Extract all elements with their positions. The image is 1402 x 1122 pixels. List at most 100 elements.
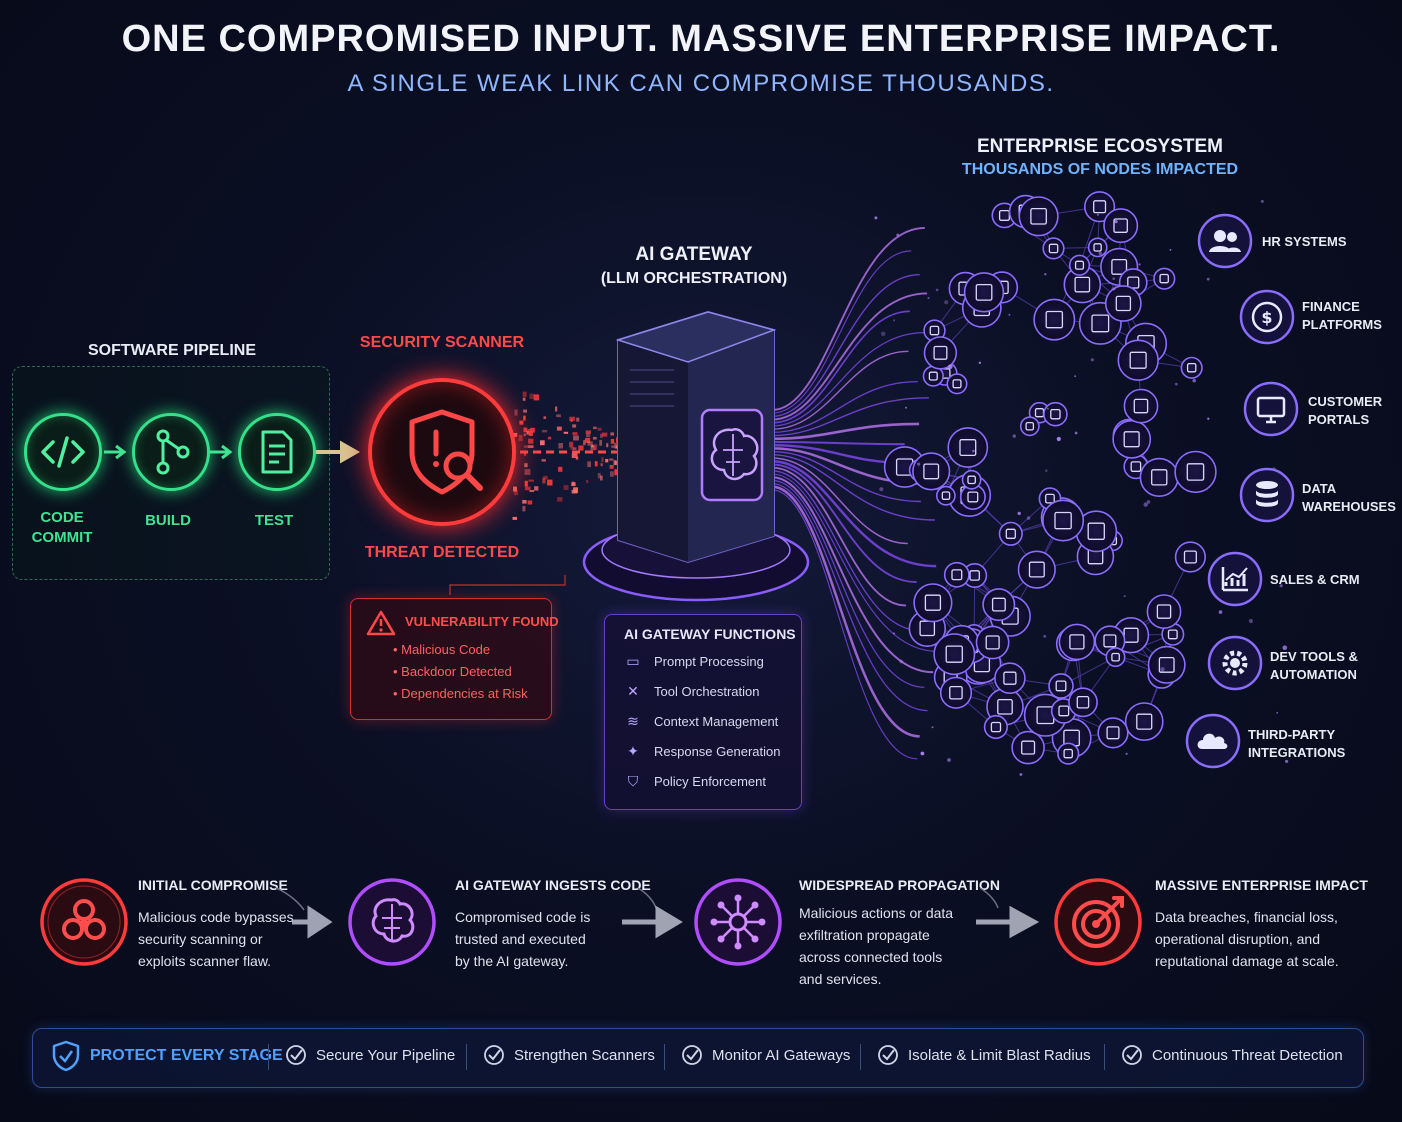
beam-line bbox=[771, 332, 925, 427]
step-desc-line: trusted and executed bbox=[455, 931, 586, 947]
system-sales: SALES & CRM bbox=[1270, 572, 1360, 587]
node-glyph bbox=[945, 645, 963, 663]
database-icon: ≋ bbox=[627, 714, 639, 730]
mesh-node bbox=[1146, 594, 1182, 630]
beam-line bbox=[771, 459, 937, 568]
data-particle bbox=[518, 435, 523, 441]
mesh-node bbox=[947, 427, 989, 468]
step-impact-desc: Data breaches, financial loss, operation… bbox=[1155, 906, 1339, 972]
node-glyph bbox=[1113, 218, 1128, 233]
data-particle bbox=[528, 479, 534, 482]
mesh-node bbox=[912, 452, 951, 491]
sparkle-dot bbox=[1008, 313, 1011, 316]
function-prompt-processing: Prompt Processing bbox=[654, 654, 764, 669]
data-particle bbox=[527, 500, 533, 505]
sparkle-dot bbox=[1044, 273, 1047, 276]
sparkle-dot bbox=[1285, 759, 1289, 764]
data-particle bbox=[541, 459, 546, 462]
vulnerability-item: • Malicious Code bbox=[393, 642, 491, 657]
mesh-node bbox=[998, 521, 1023, 546]
node-glyph bbox=[923, 463, 940, 480]
branch-icon bbox=[156, 429, 190, 475]
data-particle bbox=[600, 475, 603, 481]
protect-item: Secure Your Pipeline bbox=[316, 1047, 456, 1064]
sparkle-dot bbox=[931, 726, 934, 729]
data-particle bbox=[534, 486, 539, 491]
build-stage bbox=[132, 413, 210, 491]
beam-line bbox=[771, 483, 928, 712]
chat-icon: ▭ bbox=[626, 654, 640, 670]
mesh-node bbox=[913, 583, 953, 623]
system-thirdparty-line1: THIRD-PARTY bbox=[1248, 727, 1336, 742]
sparkle-dot bbox=[935, 288, 939, 292]
mesh-node bbox=[1147, 645, 1186, 684]
data-particle bbox=[569, 441, 574, 448]
mesh-node bbox=[1174, 541, 1206, 573]
step-desc-line: reputational damage at scale. bbox=[1155, 953, 1339, 969]
sparkle-dot bbox=[905, 406, 907, 409]
sparkle-dot bbox=[1056, 436, 1061, 442]
beam-line bbox=[771, 274, 920, 418]
node-glyph bbox=[941, 491, 951, 500]
gateway-functions-box bbox=[604, 614, 802, 810]
sparkle-dot bbox=[1096, 213, 1099, 216]
node-glyph bbox=[1054, 511, 1072, 530]
mesh-node bbox=[1042, 499, 1085, 542]
cloud-icon bbox=[1185, 713, 1241, 769]
mesh-node bbox=[1097, 717, 1129, 749]
step-desc-line: across connected tools bbox=[799, 949, 943, 965]
system-devtools-line1: DEV TOOLS & bbox=[1270, 649, 1358, 664]
function-policy-enforcement: Policy Enforcement bbox=[654, 774, 766, 789]
sparkle-dot bbox=[1074, 375, 1077, 378]
sparkle-dot bbox=[1169, 249, 1172, 251]
step-arrow bbox=[275, 887, 333, 939]
data-particle bbox=[600, 433, 603, 438]
mesh-node bbox=[1174, 450, 1217, 494]
mesh-node bbox=[1153, 267, 1176, 290]
mesh-node bbox=[963, 272, 1005, 313]
node-glyph bbox=[1151, 469, 1168, 486]
biohazard-icon bbox=[40, 878, 128, 966]
system-data-line1: DATA bbox=[1302, 481, 1337, 496]
mesh-node bbox=[1048, 673, 1074, 699]
node-glyph bbox=[1129, 351, 1147, 369]
node-glyph bbox=[1156, 604, 1172, 619]
node-glyph bbox=[1058, 705, 1070, 717]
beam-line bbox=[771, 476, 934, 674]
sparkle-dot bbox=[1174, 382, 1178, 386]
node-glyph bbox=[1069, 634, 1085, 650]
beam-line bbox=[771, 397, 930, 437]
vulnerability-item: • Backdoor Detected bbox=[393, 664, 512, 679]
beam-line bbox=[771, 422, 920, 441]
data-particle bbox=[529, 490, 535, 492]
data-particle bbox=[587, 441, 593, 446]
mesh-node bbox=[946, 373, 968, 395]
scanner-circle bbox=[368, 378, 516, 526]
function-tool-orchestration: Tool Orchestration bbox=[654, 684, 760, 699]
step-desc-line: Malicious code bypasses bbox=[138, 909, 294, 925]
data-particle bbox=[523, 445, 528, 448]
data-particle bbox=[558, 443, 563, 449]
data-particle bbox=[597, 473, 601, 479]
data-particle bbox=[547, 479, 553, 486]
target-icon bbox=[1054, 878, 1142, 966]
beam-line bbox=[771, 292, 928, 421]
node-glyph bbox=[1130, 461, 1142, 472]
node-glyph bbox=[1074, 276, 1091, 293]
vulnerability-item: • Dependencies at Risk bbox=[393, 686, 528, 701]
gateway-subtitle: (LLM ORCHESTRATION) bbox=[600, 270, 788, 287]
sparkle-dot bbox=[1143, 502, 1148, 507]
mesh-node bbox=[1042, 237, 1065, 260]
mesh-node bbox=[1103, 208, 1139, 244]
node-glyph bbox=[952, 379, 962, 389]
data-particle bbox=[601, 432, 608, 437]
node-glyph bbox=[1025, 421, 1035, 431]
code-commit-label-line1: CODE bbox=[40, 509, 84, 526]
mesh-node bbox=[1117, 339, 1159, 381]
checklist-icon bbox=[261, 430, 293, 474]
mesh-node bbox=[1105, 647, 1126, 668]
sparkle-dot bbox=[1112, 277, 1116, 280]
to-scanner-arrow bbox=[316, 440, 361, 464]
node-glyph bbox=[1186, 362, 1197, 373]
